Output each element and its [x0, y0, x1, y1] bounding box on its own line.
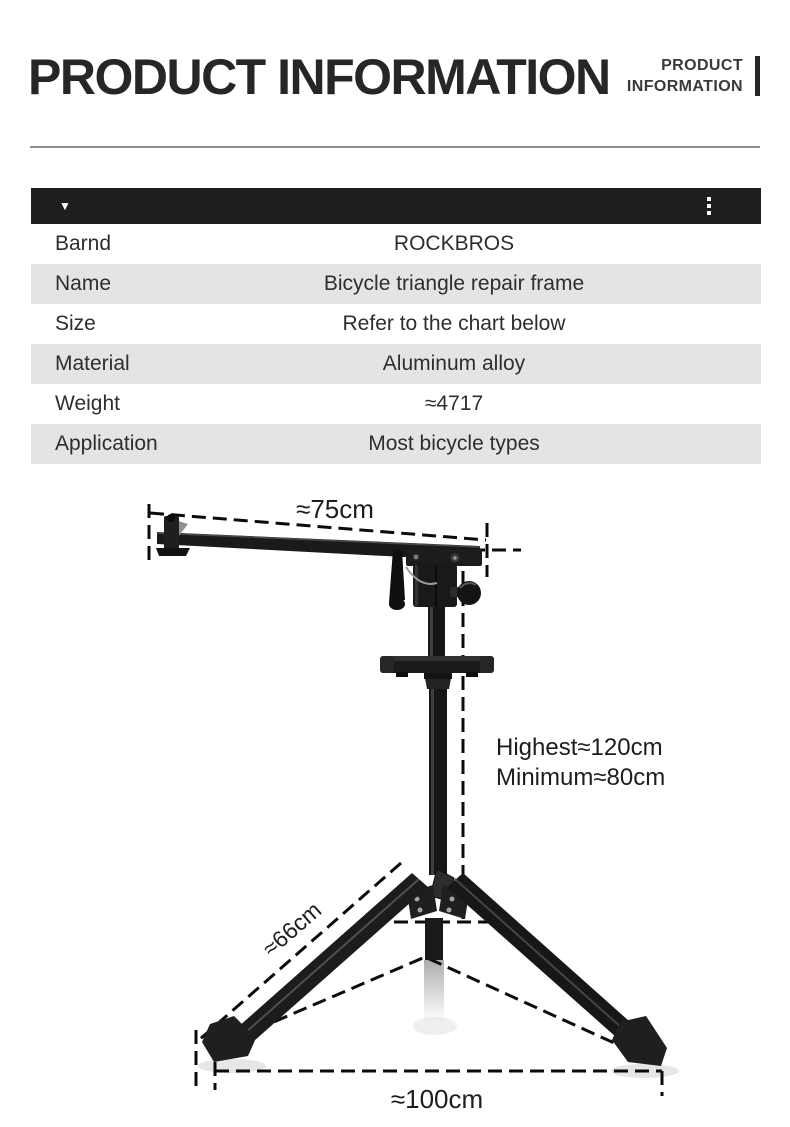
table-row: Weight ≈4717: [31, 384, 761, 424]
tagline-text: PRODUCT INFORMATION: [627, 55, 743, 97]
kebab-menu-icon[interactable]: [707, 197, 711, 215]
caret-down-icon[interactable]: ▼: [59, 199, 71, 213]
right-foot: [612, 1016, 667, 1066]
row-label: Weight: [55, 392, 120, 415]
row-value: Refer to the chart below: [342, 312, 566, 335]
table-row: Name Bicycle triangle repair frame: [31, 264, 761, 304]
row-label: Name: [55, 272, 112, 295]
leg-length-label: ≈66cm: [257, 897, 326, 962]
repair-stand-diagram: ≈75cm Highest≈120cm Minimum≈80cm ≈66cm ≈…: [147, 494, 679, 1114]
repair-stand-art: [156, 514, 667, 1066]
rear-leg: [425, 918, 443, 960]
row-label: Material: [55, 352, 130, 375]
height-min-label: Minimum≈80cm: [496, 764, 665, 791]
row-value: ROCKBROS: [393, 232, 515, 255]
left-foot: [202, 1016, 256, 1062]
table-row: Size Refer to the chart below: [31, 304, 761, 344]
base-width-label: ≈100cm: [391, 1084, 483, 1114]
arm-length-label: ≈75cm: [296, 494, 374, 524]
row-value: Aluminum alloy: [382, 352, 526, 375]
table-row: Barnd ROCKBROS: [31, 224, 761, 264]
arm-length-line: [149, 511, 487, 542]
dimension-lines: [147, 504, 664, 1096]
leg-length-line: [198, 861, 402, 1042]
table-row: Application Most bicycle types: [31, 424, 761, 464]
row-label: Barnd: [55, 232, 112, 255]
header-divider: [30, 146, 760, 148]
left-leg: [229, 873, 428, 1049]
stand-head: [413, 564, 457, 607]
repair-stand-figure: ≈75cm Highest≈120cm Minimum≈80cm ≈66cm ≈…: [0, 470, 790, 1127]
row-label: Application: [55, 432, 158, 455]
page-title: PRODUCT INFORMATION: [28, 49, 611, 105]
tagline-accent-bar: [755, 56, 760, 96]
tagline-line-1: PRODUCT: [661, 57, 743, 74]
height-max-label: Highest≈120cm: [496, 734, 663, 761]
spec-table: ▼ Barnd ROCKBROS Name Bicycle triangle r…: [31, 188, 761, 464]
row-value: Most bicycle types: [368, 432, 540, 455]
stand-clamp: [164, 516, 179, 550]
adjust-knob: [457, 581, 481, 605]
head-clamp-plate: [406, 549, 482, 566]
tagline-line-2: INFORMATION: [626, 78, 743, 95]
row-value: ≈4717: [424, 392, 484, 415]
release-lever: [389, 549, 405, 603]
lever-cable: [405, 566, 438, 585]
table-row: Material Aluminum alloy: [31, 344, 761, 384]
center-leg-reflection: [424, 960, 444, 1022]
table-header-bar: ▼: [31, 188, 761, 224]
row-label: Size: [55, 312, 96, 335]
header-tagline: PRODUCT INFORMATION: [627, 55, 760, 97]
row-value: Bicycle triangle repair frame: [323, 272, 585, 295]
